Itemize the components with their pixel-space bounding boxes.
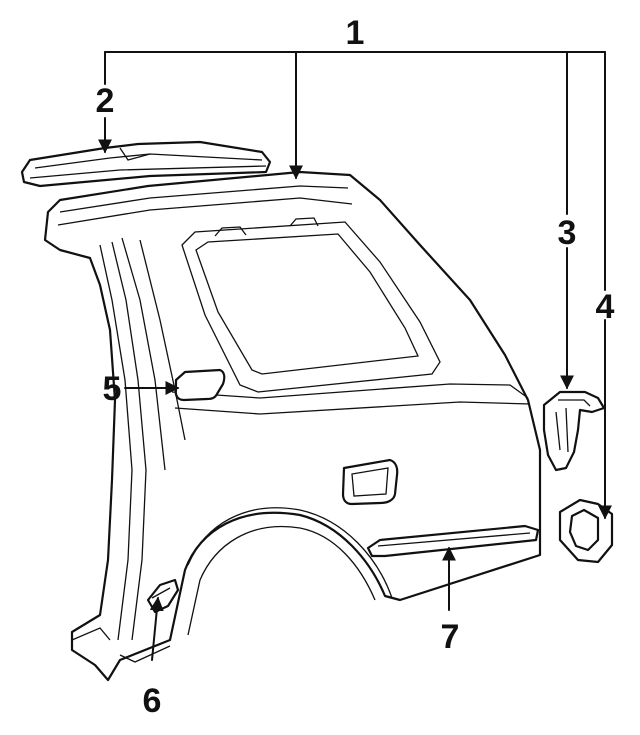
callout-3: 3 xyxy=(558,214,577,252)
callout-1: 1 xyxy=(346,14,365,52)
quarter-panel-body xyxy=(43,170,542,682)
body-molding-part xyxy=(366,524,540,558)
roof-molding-part xyxy=(20,140,272,188)
corner-bracket-part xyxy=(542,390,606,472)
trim-plate-part xyxy=(174,368,226,402)
callout-labels: 1 2 3 4 5 6 7 xyxy=(96,14,615,720)
leader-lines xyxy=(98,51,612,661)
callout-5: 5 xyxy=(103,370,122,408)
callout-2: 2 xyxy=(96,82,115,120)
callout-4: 4 xyxy=(596,288,615,326)
callout-7: 7 xyxy=(441,618,460,656)
callout-6: 6 xyxy=(143,682,162,720)
